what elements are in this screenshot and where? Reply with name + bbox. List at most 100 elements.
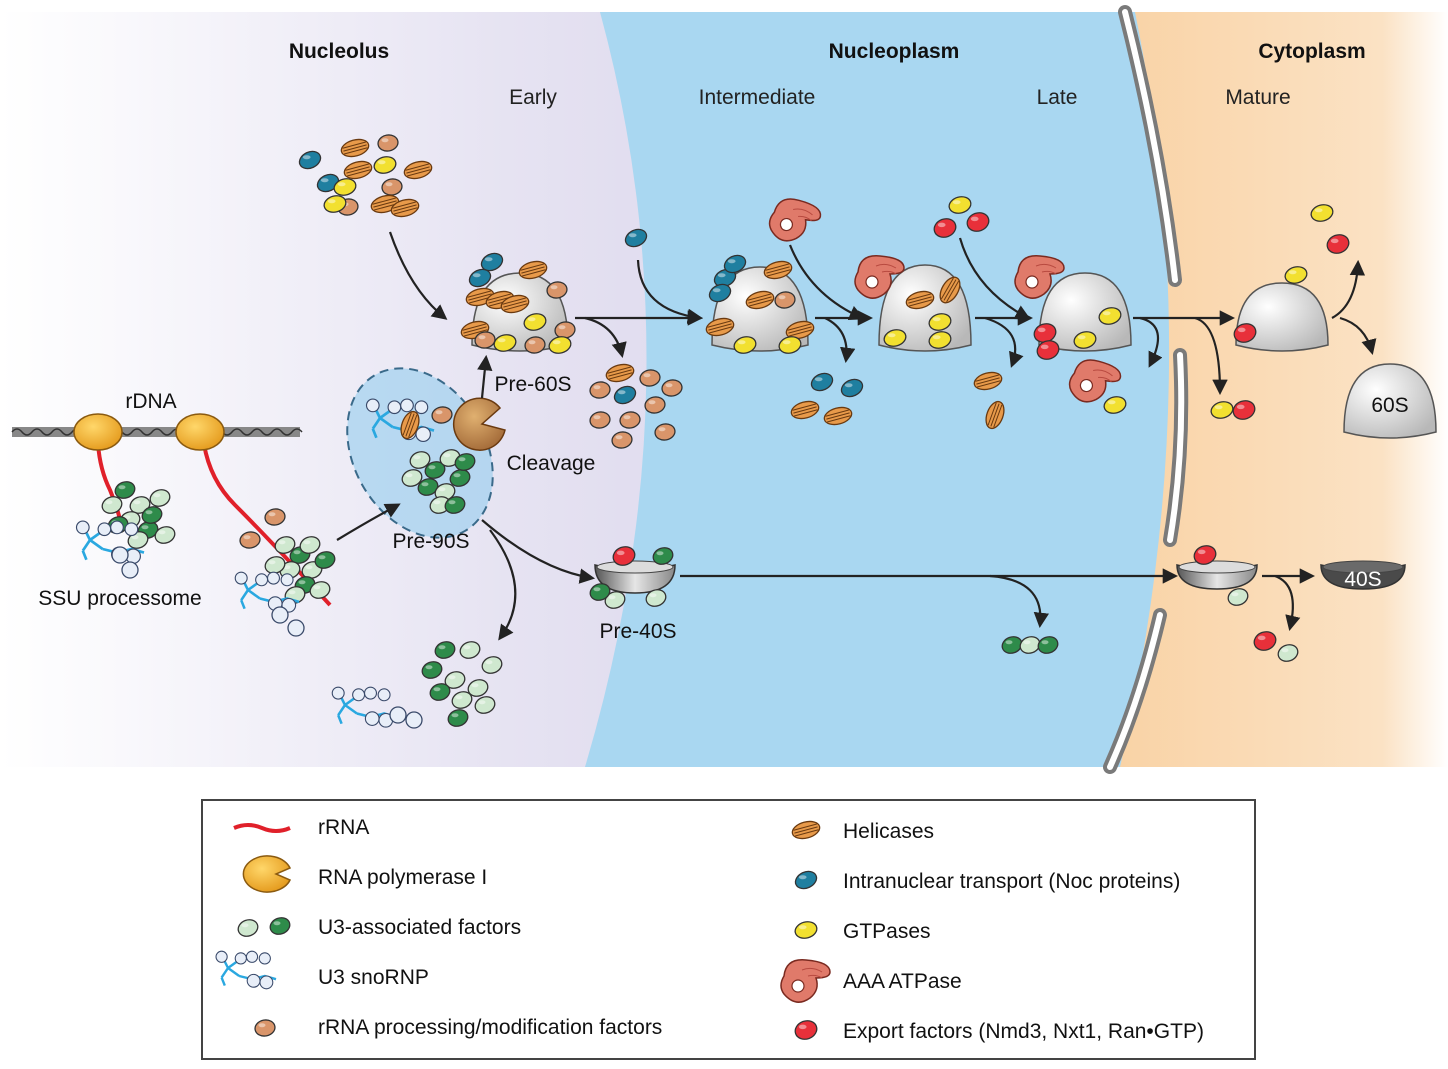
arrow [477,354,493,399]
gtpase-icon [883,329,907,347]
legend-noc-label: Intranuclear transport (Noc proteins) [843,870,1180,893]
processing-factor-icon [431,406,453,424]
arrows [336,231,1377,641]
gtpase-icon [1310,204,1334,222]
u3-factor-light-icon [101,496,123,514]
helicase-icon [791,820,821,840]
nucleolus-title: Nucleolus [289,40,389,63]
gtpase-icon [928,313,952,331]
helicase-icon [605,363,635,383]
aaa-atpase-icon [854,255,905,299]
u3-factor-light-icon [1227,588,1249,606]
legend-polymerase-label: RNA polymerase I [318,866,487,889]
helicase-icon [340,138,370,158]
legend-rrna-label: rRNA [318,816,369,839]
processing-factor-icon [264,508,286,526]
gtpase-icon [548,336,572,354]
helicase-icon [400,410,420,440]
processing-factor-icon [589,381,611,399]
gtpase-icon [323,195,347,213]
processing-factor-icon [546,281,568,299]
aaa-atpase-icon [768,198,822,242]
u3-factor-dark-icon [424,461,446,479]
helicase-icon [500,294,530,314]
40s-subunit [1320,560,1406,590]
arrow [489,529,517,641]
cleavage-label: Cleavage [507,452,596,475]
export-factor-icon [1232,400,1256,420]
60s-label: 60S [1371,394,1408,417]
arrow [388,231,448,320]
arrow [958,237,1031,320]
legend-processing-label: rRNA processing/modification factors [318,1016,662,1039]
noc-protein-icon [480,252,504,272]
export-factor-icon [966,212,990,232]
u3-factor-light-icon [299,536,321,554]
u3-factor-dark-icon [589,583,611,601]
arrow [1331,259,1366,319]
helicase-icon [745,290,775,310]
processing-factor-icon [381,178,403,196]
legend-rrna-icon [233,823,291,833]
legend-u3-factors-label: U3-associated factors [318,916,521,939]
helicase-icon [790,400,820,420]
u3-factor-light-icon [459,641,481,659]
gtpase-icon [948,196,972,214]
rdna-strand [11,427,303,437]
helicase-icon [785,320,815,340]
u3-factor-dark-icon [449,469,471,487]
helicase-icon [985,400,1005,430]
noc-protein-icon [723,254,747,274]
gtpase-icon [778,336,802,354]
u3-factor-dark-icon [421,661,443,679]
rrna-transcript [96,443,122,521]
u3-factor-light-icon [129,496,151,514]
u3-factor-light-icon [451,691,473,709]
pre60s-cytoplasmic-particle [1235,282,1329,352]
arrow [1339,316,1377,355]
noc-protein-icon [613,385,637,405]
aaa-atpase-icon [1068,359,1122,403]
aaa-atpase-icon [780,959,831,1003]
cytoplasm-title: Cytoplasm [1258,40,1365,63]
export-factor-icon [1036,340,1060,360]
pre40s-particle [594,560,676,594]
arrow [481,519,596,584]
legend-gtpases-label: GTPases [843,920,931,943]
u3-factor-light-icon [481,656,503,674]
u3-factor-light-icon [309,581,331,599]
nucleoplasm-title: Nucleoplasm [829,40,960,63]
arrow [1139,316,1163,368]
helicase-icon [343,160,373,180]
u3-factor-light-icon [409,451,431,469]
gtpase-icon [333,178,357,196]
u3-snornp-icon [331,686,397,728]
gtpase-icon [1098,307,1122,325]
gtpase-icon [493,334,517,352]
pre60s-label: Pre-60S [494,373,571,396]
arrow [1274,574,1301,632]
helicase-icon [518,260,548,280]
processing-factor-icon [254,1019,276,1037]
u3-factor-dark-icon [1037,636,1059,654]
u3-snornp-icon [365,398,435,442]
arrow [788,244,865,321]
export-factor-icon [933,218,957,238]
gtpase-icon [928,331,952,349]
u3-factor-dark-icon [454,453,476,471]
processing-factor-icon [611,431,633,449]
rdna-label: rDNA [125,390,176,413]
helicase-icon [823,406,853,426]
legend-polymerase-icon [242,855,292,893]
60s-subunit [1343,363,1437,439]
helicase-icon [905,290,935,310]
u3-factor-dark-icon [434,641,456,659]
noc-protein-icon [840,378,864,398]
u3-factor-dark-icon [141,506,163,524]
u3-factor-light-icon [1277,644,1299,662]
noc-protein-icon [713,268,737,288]
u3-factor-dark-icon [417,478,439,496]
ssu-processome-label: SSU processome [38,587,201,610]
u3-factor-light-icon [1019,636,1041,654]
